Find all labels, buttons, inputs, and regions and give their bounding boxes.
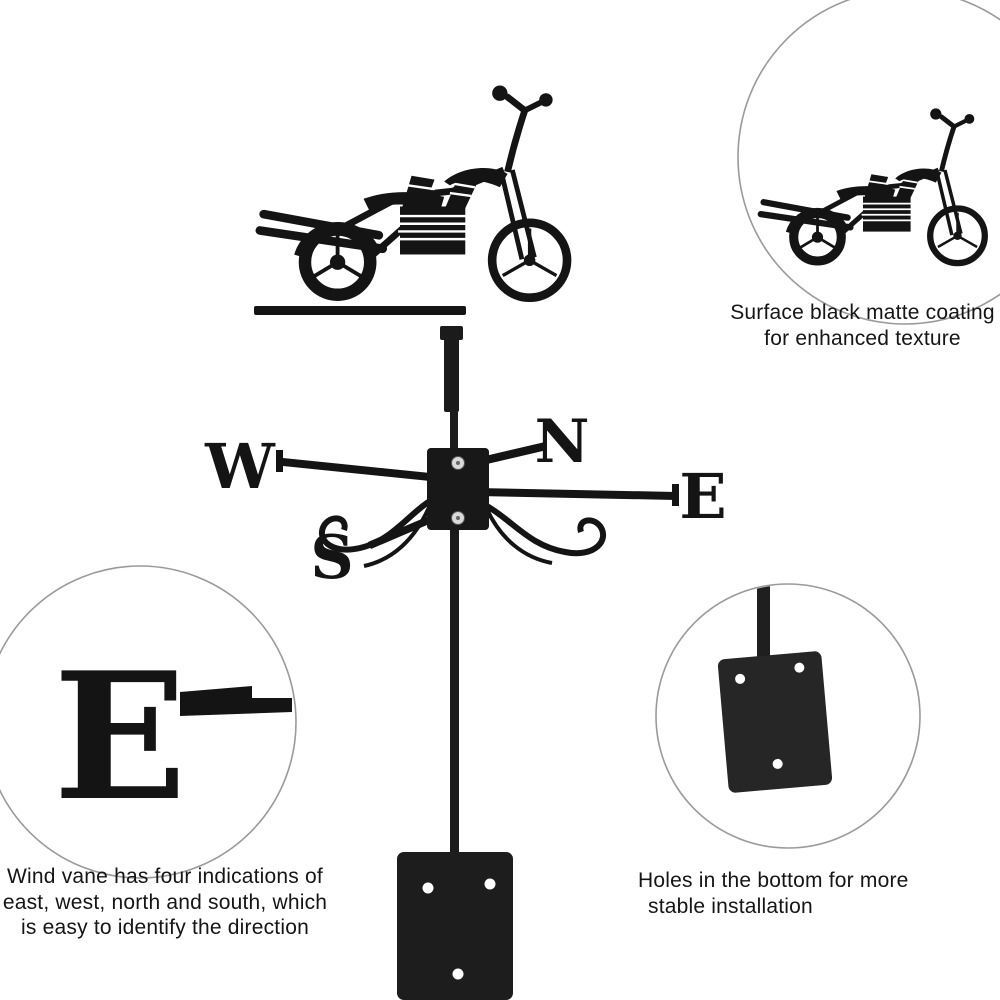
upper-rod	[450, 408, 458, 454]
east-arm-cap	[672, 484, 679, 506]
caption-line: for enhanced texture	[764, 326, 961, 350]
weathervane-main: W E N S	[204, 86, 727, 1000]
mount-nut	[440, 326, 463, 340]
upper-collar	[444, 338, 459, 412]
figure-plate	[254, 306, 466, 315]
caption-line: east, west, north and south, which	[2, 890, 328, 914]
callout-direction-circle: E	[0, 565, 297, 879]
west-arm	[283, 458, 440, 482]
base-plate-zoom-rect	[717, 651, 833, 793]
callout-circle-outline	[737, 0, 1000, 325]
cross-hub	[427, 448, 489, 530]
caption-line: Surface black matte coating	[730, 301, 995, 324]
mount-hole	[484, 878, 496, 890]
caption-line: Wind vane has four indications of	[7, 865, 323, 888]
callout-coating-circle	[737, 0, 1000, 325]
mount-hole	[422, 882, 434, 894]
caption-line: stable installation	[648, 894, 813, 918]
caption-coating: Surface black matte coating for enhanced…	[720, 300, 1000, 351]
mount-hole	[452, 968, 464, 980]
west-arm-cap	[276, 450, 283, 472]
caption-wind-directions: Wind vane has four indications of east, …	[2, 864, 328, 941]
base-plate-zoom	[717, 651, 833, 793]
mount-hole-zoom	[772, 758, 783, 769]
motorcycle-silhouette-zoom	[761, 108, 985, 263]
letter-east-zoom: E	[53, 635, 186, 840]
callout-circle-outline	[655, 583, 921, 849]
scrollwork	[318, 492, 607, 568]
direction-cross: W E N S	[204, 407, 726, 593]
caption-line: Holes in the bottom for more	[638, 869, 909, 892]
screw-slot	[456, 516, 460, 520]
caption-line: is easy to identify the direction	[21, 916, 309, 940]
letter-north: N	[535, 407, 590, 477]
caption-holes: Holes in the bottom for more stable inst…	[638, 868, 928, 919]
mount-hole-zoom	[794, 662, 805, 673]
screw-slot	[456, 461, 460, 465]
rod-zoom	[757, 585, 770, 673]
motorcycle-figure	[260, 86, 567, 298]
letter-east: E	[679, 460, 726, 533]
mount-hole-zoom	[735, 673, 746, 684]
letter-south: S	[310, 523, 353, 593]
callout-circle-outline	[0, 565, 297, 879]
letter-west: W	[204, 430, 276, 503]
east-arm	[476, 488, 676, 500]
callout-holes-circle	[655, 583, 921, 849]
east-arm-zoom	[180, 686, 292, 716]
lower-rod	[450, 530, 459, 854]
